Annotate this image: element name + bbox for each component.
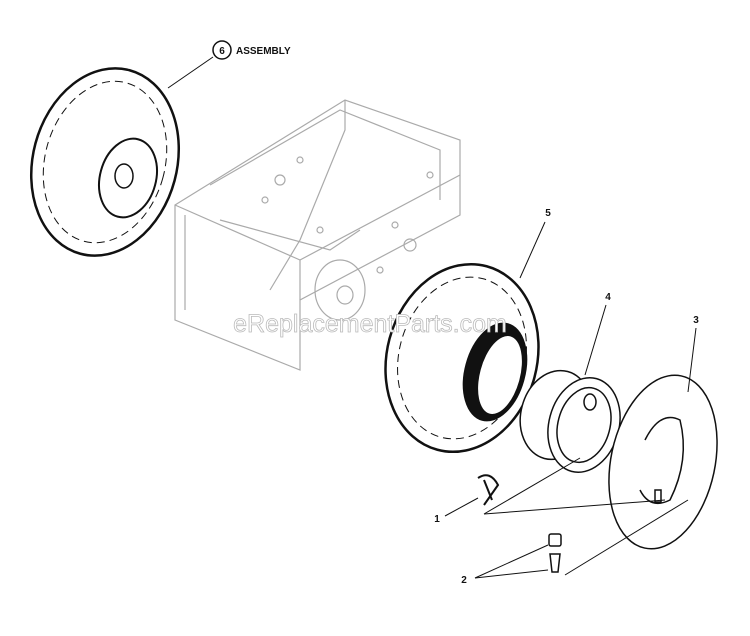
- assembly-callout-circle: [212, 40, 232, 60]
- callout-6: 6: [219, 46, 225, 57]
- tire-5: [384, 262, 540, 454]
- inner-tube-3: [608, 374, 718, 550]
- housing-frame: [174, 99, 461, 371]
- leader-lines: [167, 56, 697, 579]
- watermark: eReplacementParts.com: [233, 310, 507, 338]
- valve-stem-2: [548, 533, 562, 573]
- hitch-pin-1: [477, 474, 500, 506]
- rim-4: [519, 369, 621, 473]
- callout-1: 1: [434, 514, 440, 525]
- wheel-assembly-6: [29, 67, 181, 257]
- callout-assembly-text: ASSEMBLY: [236, 46, 291, 57]
- callout-3: 3: [693, 315, 699, 326]
- callout-2: 2: [461, 575, 467, 586]
- callout-4: 4: [605, 292, 611, 303]
- callout-5: 5: [545, 208, 551, 219]
